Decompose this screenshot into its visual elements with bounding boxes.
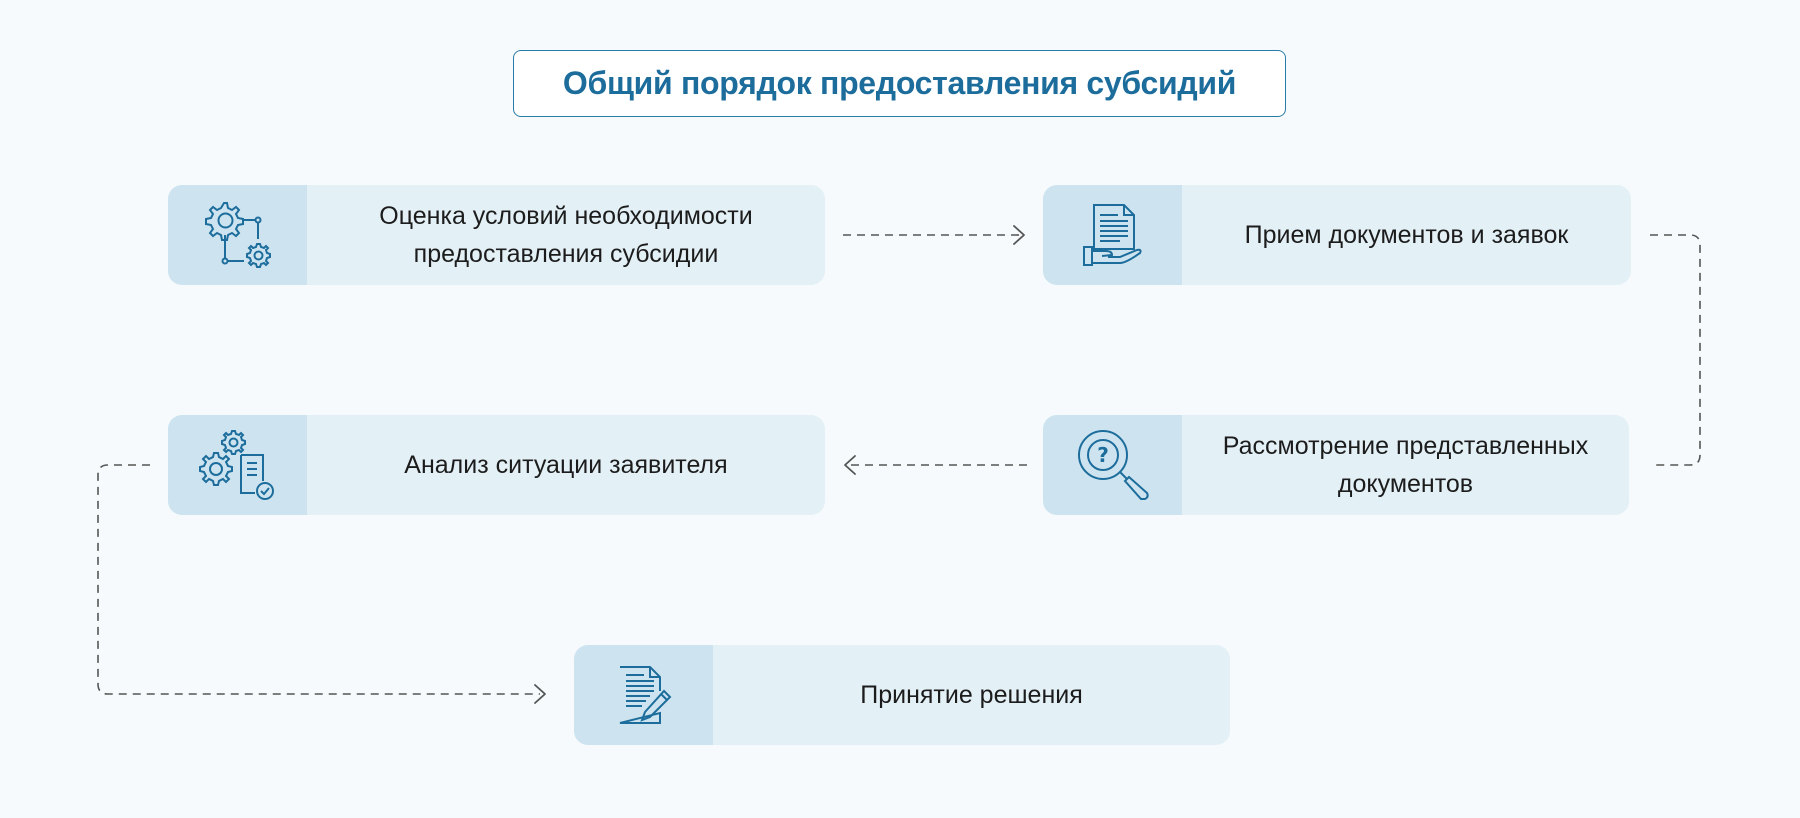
step-card-5: Принятие решения — [574, 645, 1230, 745]
step-label: Оценка условий необходимости предоставле… — [379, 202, 753, 268]
diagram-title-box: Общий порядок предоставления субсидий — [513, 50, 1286, 117]
step-label: Принятие решения — [860, 681, 1083, 709]
step-label: Рассмотрение представленных документов — [1222, 432, 1589, 498]
gears-checklist-icon — [168, 415, 307, 515]
step-label: Анализ ситуации заявителя — [404, 451, 728, 479]
svg-text:?: ? — [1097, 443, 1109, 467]
connector-step2-to-step3 — [1650, 234, 1701, 466]
step-label: Прием документов и заявок — [1244, 221, 1569, 249]
diagram-title: Общий порядок предоставления субсидий — [562, 65, 1237, 101]
step-card-3: ? Рассмотрение представленных документов — [1043, 415, 1629, 515]
step-card-1: Оценка условий необходимости предоставле… — [168, 185, 825, 285]
arrowhead-step5 — [534, 684, 546, 704]
step-card-4: Анализ ситуации заявителя — [168, 415, 825, 515]
magnifier-question-icon: ? — [1043, 415, 1182, 515]
document-on-hand-icon — [1043, 185, 1182, 285]
connector-step4-to-step5 — [97, 464, 540, 695]
arrowhead-step2 — [1013, 225, 1025, 245]
step-card-2: Прием документов и заявок — [1043, 185, 1631, 285]
document-pen-icon — [574, 645, 713, 745]
arrowhead-step4 — [844, 455, 856, 475]
gears-network-icon — [168, 185, 307, 285]
